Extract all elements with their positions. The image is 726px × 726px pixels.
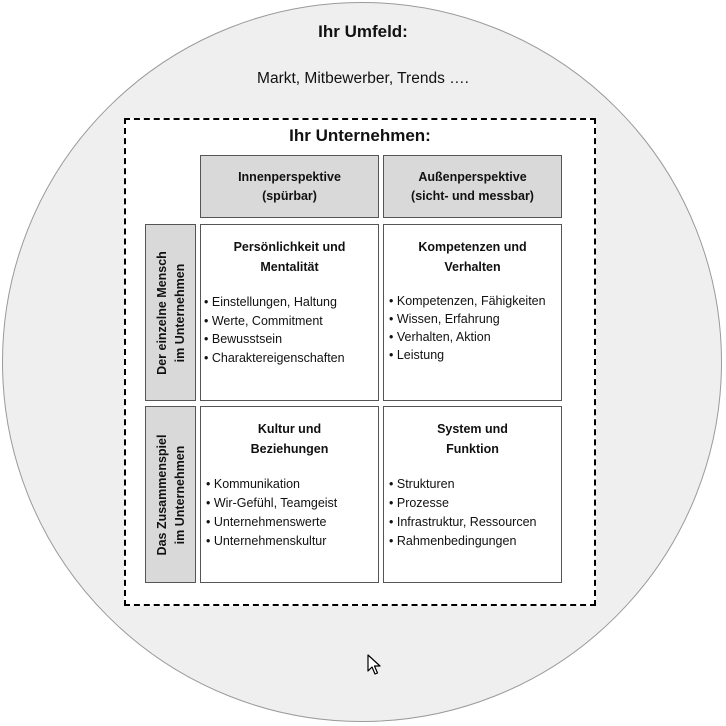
company-title: Ihr Unternehmen: (289, 126, 431, 145)
cell-list: Kompetenzen, Fähigkeiten Wissen, Erfahru… (389, 292, 546, 364)
list-item: Wir-Gefühl, Teamgeist (206, 494, 337, 513)
list-item: Infrastruktur, Ressourcen (389, 513, 537, 532)
row-header-interaction-line2: im Unternehmen (172, 445, 187, 544)
list-item: Charaktereigenschaften (204, 349, 345, 368)
environment-subtitle: Markt, Mitbewerber, Trends …. (257, 70, 469, 87)
cell-title: Kultur und Beziehungen (250, 422, 329, 456)
list-item: Leistung (389, 346, 546, 364)
cell-culture: Kultur und Beziehungen Kommunikation Wir… (200, 406, 379, 583)
cell-competencies: Kompetenzen und Verhalten Kompetenzen, F… (383, 224, 562, 401)
row-header-individual: Der einzelne Mensch im Unternehmen (145, 224, 196, 401)
list-item: Unternehmenswerte (206, 513, 337, 532)
column-header-inner: Innenperspektive (spürbar) (200, 155, 379, 218)
cell-list: Strukturen Prozesse Infrastruktur, Resso… (389, 475, 537, 551)
list-item: Bewusstsein (204, 330, 345, 349)
list-item: Unternehmenskultur (206, 532, 337, 551)
column-header-outer-line1: Außenperspektive (418, 169, 527, 184)
list-item: Wissen, Erfahrung (389, 310, 546, 328)
cell-title: Kompetenzen und Verhalten (418, 240, 527, 274)
list-item: Rahmenbedingungen (389, 532, 537, 551)
list-item: Strukturen (389, 475, 537, 494)
cell-list: Einstellungen, Haltung Werte, Commitment… (204, 293, 345, 367)
column-header-inner-line1: Innenperspektive (238, 169, 341, 184)
list-item: Einstellungen, Haltung (204, 293, 345, 312)
column-header-outer-line2: (sicht- und messbar) (411, 188, 534, 203)
row-header-interaction-line1: Das Zusammenspiel (154, 434, 169, 555)
list-item: Werte, Commitment (204, 312, 345, 331)
list-item: Verhalten, Aktion (389, 328, 546, 346)
row-header-individual-line2: im Unternehmen (172, 263, 187, 362)
mouse-pointer-icon (367, 654, 381, 675)
list-item: Kommunikation (206, 475, 337, 494)
cell-personality: Persönlichkeit und Mentalität Einstellun… (200, 224, 379, 401)
cell-title: Persönlichkeit und Mentalität (233, 240, 346, 274)
column-header-inner-line2: (spürbar) (262, 188, 317, 203)
list-item: Kompetenzen, Fähigkeiten (389, 292, 546, 310)
row-header-interaction: Das Zusammenspiel im Unternehmen (145, 406, 196, 583)
column-header-outer: Außenperspektive (sicht- und messbar) (383, 155, 562, 218)
cell-system: System und Funktion Strukturen Prozesse … (383, 406, 562, 583)
cell-list: Kommunikation Wir-Gefühl, Teamgeist Unte… (206, 475, 337, 551)
cell-title: System und Funktion (437, 422, 508, 456)
list-item: Prozesse (389, 494, 537, 513)
environment-title: Ihr Umfeld: (318, 22, 408, 41)
row-header-individual-line1: Der einzelne Mensch (154, 250, 169, 375)
